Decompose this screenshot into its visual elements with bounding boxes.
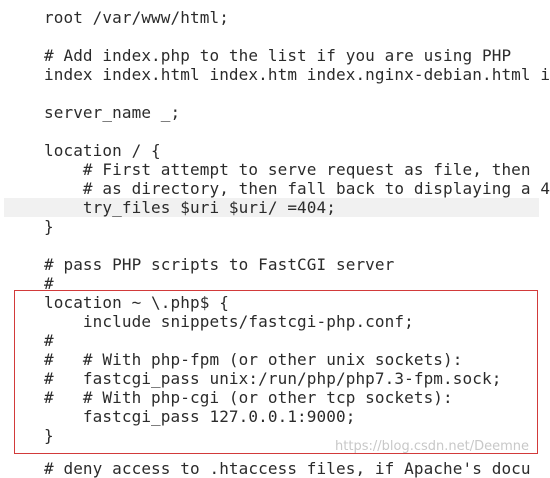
selection-highlight-box bbox=[14, 290, 538, 454]
code-line[interactable]: server_name _; bbox=[44, 103, 181, 122]
code-line[interactable]: # # With php-cgi (or other tcp sockets): bbox=[44, 388, 453, 407]
code-line[interactable]: root /var/www/html; bbox=[44, 8, 229, 27]
code-line[interactable]: # fastcgi_pass unix:/run/php/php7.3-fpm.… bbox=[44, 369, 502, 388]
code-line[interactable]: include snippets/fastcgi-php.conf; bbox=[44, 312, 414, 331]
watermark: https://blog.csdn.net/Deemne bbox=[335, 439, 529, 454]
code-line[interactable]: # First attempt to serve request as file… bbox=[44, 160, 531, 179]
code-line[interactable]: location ~ \.php$ { bbox=[44, 293, 229, 312]
code-line[interactable]: # Add index.php to the list if you are u… bbox=[44, 46, 512, 65]
code-line[interactable]: # bbox=[44, 331, 54, 350]
code-line[interactable]: # # With php-fpm (or other unix sockets)… bbox=[44, 350, 463, 369]
code-line[interactable]: try_files $uri $uri/ =404; bbox=[44, 198, 336, 217]
code-line[interactable]: # pass PHP scripts to FastCGI server bbox=[44, 255, 395, 274]
code-line[interactable]: index index.html index.htm index.nginx-d… bbox=[44, 65, 550, 84]
code-line[interactable]: } bbox=[44, 426, 54, 445]
code-line[interactable]: location / { bbox=[44, 141, 161, 160]
code-line[interactable]: } bbox=[44, 217, 54, 236]
code-line[interactable]: # deny access to .htaccess files, if Apa… bbox=[44, 459, 531, 478]
code-line[interactable]: # as directory, then fall back to displa… bbox=[44, 179, 550, 198]
current-line-highlight bbox=[4, 198, 539, 217]
code-line[interactable]: # bbox=[44, 274, 54, 293]
code-line[interactable]: fastcgi_pass 127.0.0.1:9000; bbox=[44, 407, 356, 426]
